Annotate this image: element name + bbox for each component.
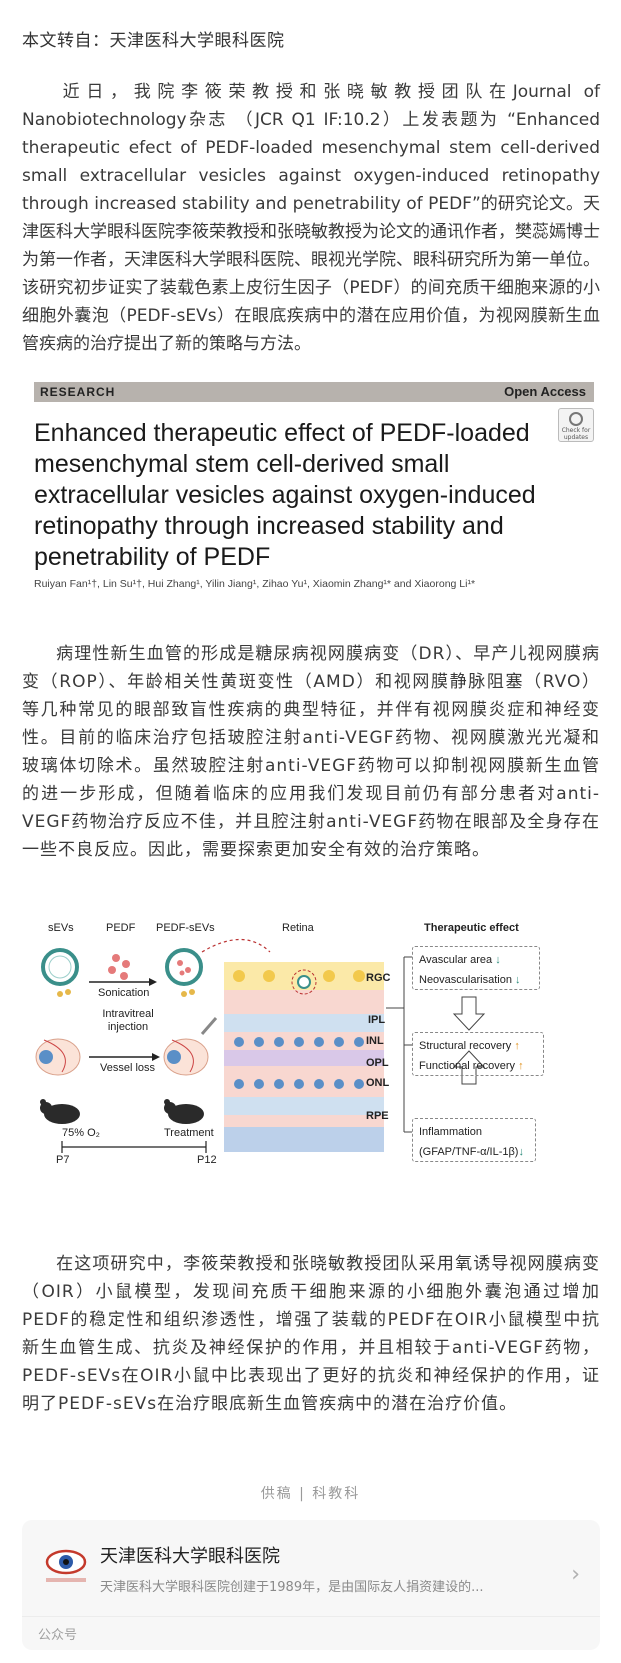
pedf-sev-vesicle-icon <box>165 948 203 997</box>
credit-line: 供稿 | 科教科 <box>260 1486 361 1502</box>
layer-opl: OPL <box>366 1057 389 1069</box>
findings-paragraph: 在这项研究中，李筱荣教授和张晓敏教授团队采用氧诱导视网膜病变（OIR）小鼠模型，… <box>22 1254 600 1414</box>
p7-label: P7 <box>56 1154 70 1166</box>
therapeutic-effect-label: Therapeutic effect <box>424 922 519 934</box>
retina-layers-panel <box>224 962 384 1152</box>
vascular-effect-box: Avascular area ↓ Neovascularisation ↓ <box>412 946 540 990</box>
vessel-loss-label: Vessel loss <box>100 1062 156 1074</box>
intro-paragraph: 近日，我院李筱荣教授和张晓敏教授团队在Journal of Nanobiotec… <box>22 82 600 354</box>
oxygen-label: 75% O₂ <box>62 1127 100 1139</box>
pedf-molecules-icon <box>108 954 130 980</box>
sonication-label: Sonication <box>98 987 150 999</box>
sevs-label: sEVs <box>48 922 74 934</box>
layer-rpe: RPE <box>366 1110 389 1122</box>
paper-bar: RESEARCH Open Access <box>34 382 594 402</box>
source-line: 本文转自：天津医科大学眼科医院 <box>22 31 285 51</box>
card-divider <box>22 1616 600 1617</box>
paper-authors: Ruiyan Fan¹†, Lin Su¹†, Hui Zhang¹, Yili… <box>34 578 476 590</box>
paper-header-image: RESEARCH Open Access Check for updates E… <box>34 382 594 602</box>
background-paragraph: 病理性新生血管的形成是糖尿病视网膜病变（DR）、早产儿视网膜病变（ROP）、年龄… <box>22 644 600 860</box>
account-card[interactable]: 天津医科大学眼科医院 天津医科大学眼科医院创建于1989年，是由国际友人捐资建设… <box>22 1520 600 1650</box>
account-name: 天津医科大学眼科医院 <box>100 1546 280 1567</box>
treated-eye-icon <box>163 1017 218 1076</box>
arrow-down-icon: ↓ <box>518 1146 524 1158</box>
paper-section: RESEARCH <box>40 385 116 399</box>
figure-graphics <box>35 939 486 1153</box>
layer-rgc: RGC <box>366 972 391 984</box>
paper-title: Enhanced therapeutic effect of PEDF-load… <box>34 419 536 571</box>
sev-vesicle-icon <box>41 948 79 997</box>
arrow-down-icon: ↓ <box>495 954 501 966</box>
arrow-up-icon: ↑ <box>514 1040 520 1052</box>
open-access-label: Open Access <box>504 384 586 399</box>
check-updates-icon: Check for updates <box>558 408 594 442</box>
mouse-icon <box>40 1099 80 1124</box>
p12-label: P12 <box>197 1154 217 1166</box>
hospital-logo-icon <box>45 1549 87 1582</box>
treated-mouse-icon <box>164 1099 204 1124</box>
pedf-sevs-label: PEDF-sEVs <box>156 922 215 934</box>
injection-label: Intravitreal injection <box>102 1008 154 1033</box>
inflammation-effect-box: Inflammation (GFAP/TNF-α/IL-1β)↓ <box>412 1118 536 1162</box>
arrow-down-icon: ↓ <box>515 974 521 986</box>
eye-icon <box>35 1038 81 1076</box>
recovery-effect-box: Structural recovery ↑ Functional recover… <box>412 1032 544 1076</box>
pedf-label: PEDF <box>106 922 136 934</box>
chevron-right-icon[interactable]: › <box>571 1562 580 1587</box>
mechanism-figure: sEVs PEDF PEDF-sEVs Retina Therapeutic e… <box>34 922 590 1177</box>
layer-onl: ONL <box>366 1077 390 1089</box>
layer-inl: INL <box>366 1035 384 1047</box>
account-kind: 公众号 <box>38 1628 78 1643</box>
retina-label: Retina <box>282 922 314 934</box>
arrow-up-icon: ↑ <box>518 1060 524 1072</box>
layer-ipl: IPL <box>368 1014 386 1026</box>
account-description: 天津医科大学眼科医院创建于1989年，是由国际友人捐资建设的... <box>100 1580 484 1595</box>
treatment-label: Treatment <box>164 1127 214 1139</box>
